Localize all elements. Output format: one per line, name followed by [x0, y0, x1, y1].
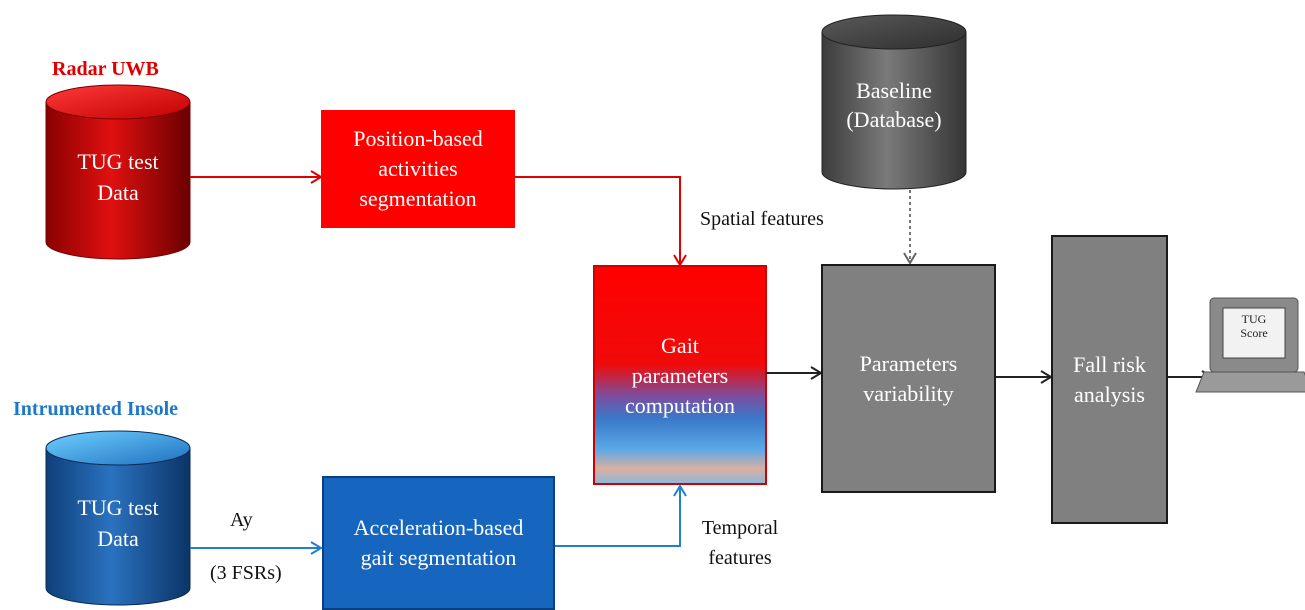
laptop-line2: Score	[1240, 326, 1268, 340]
insole-title: Intrumented Insole	[13, 398, 179, 420]
spatial-features-label: Spatial features	[700, 208, 824, 230]
fallrisk-line1: Fall risk	[1073, 351, 1146, 377]
radar-data-line1: TUG test	[77, 149, 159, 174]
gait-line3: computation	[625, 393, 735, 418]
radar-data-cylinder	[45, 84, 191, 260]
gait-computation-label: Gait parameters computation	[594, 330, 766, 422]
insole-data-line2: Data	[97, 526, 139, 551]
fsrs-label: (3 FSRs)	[210, 562, 282, 584]
baseline-label: Baseline (Database)	[822, 76, 966, 134]
temporal-line2: features	[708, 547, 772, 569]
fallrisk-line2: analysis	[1074, 381, 1145, 407]
accel-seg-line2: gait segmentation	[360, 545, 517, 570]
temporal-line1: Temporal	[701, 517, 779, 539]
tug-score-screen: TUG Score	[1223, 312, 1285, 340]
fall-risk-analysis-box: Fall risk analysis	[1051, 235, 1168, 524]
parameters-variability-box: Parameters variability	[821, 264, 996, 493]
variability-line2: variability	[863, 380, 954, 406]
variability-line1: Parameters	[859, 350, 958, 376]
gait-line1: Gait	[661, 333, 699, 358]
position-seg-line1: Position-based	[353, 126, 483, 151]
baseline-database-cylinder	[821, 14, 967, 190]
position-seg-line3: segmentation	[359, 186, 477, 211]
radar-data-line2: Data	[97, 180, 139, 205]
gait-computation-box-fill	[593, 265, 767, 485]
insole-data-line1: TUG test	[77, 495, 159, 520]
baseline-line2: (Database)	[846, 107, 942, 132]
position-segmentation-box: Position-based activities segmentation	[321, 110, 515, 228]
acceleration-segmentation-box: Acceleration-based gait segmentation	[322, 476, 555, 610]
radar-data-label: TUG test Data	[46, 146, 190, 208]
position-seg-line2: activities	[378, 156, 458, 181]
gait-line2: parameters	[631, 363, 729, 388]
temporal-features-label: Temporal features	[690, 513, 790, 573]
ay-label: Ay	[230, 509, 253, 531]
arrow-acceleration-to-gait	[555, 484, 687, 547]
radar-uwb-title: Radar UWB	[52, 58, 159, 80]
baseline-line1: Baseline	[856, 78, 932, 103]
insole-data-cylinder	[45, 430, 191, 606]
laptop-line1: TUG	[1241, 312, 1267, 326]
arrow-position-to-gait	[515, 176, 687, 267]
accel-seg-line1: Acceleration-based	[353, 515, 524, 540]
insole-data-label: TUG test Data	[46, 492, 190, 554]
laptop-icon	[1195, 297, 1305, 393]
